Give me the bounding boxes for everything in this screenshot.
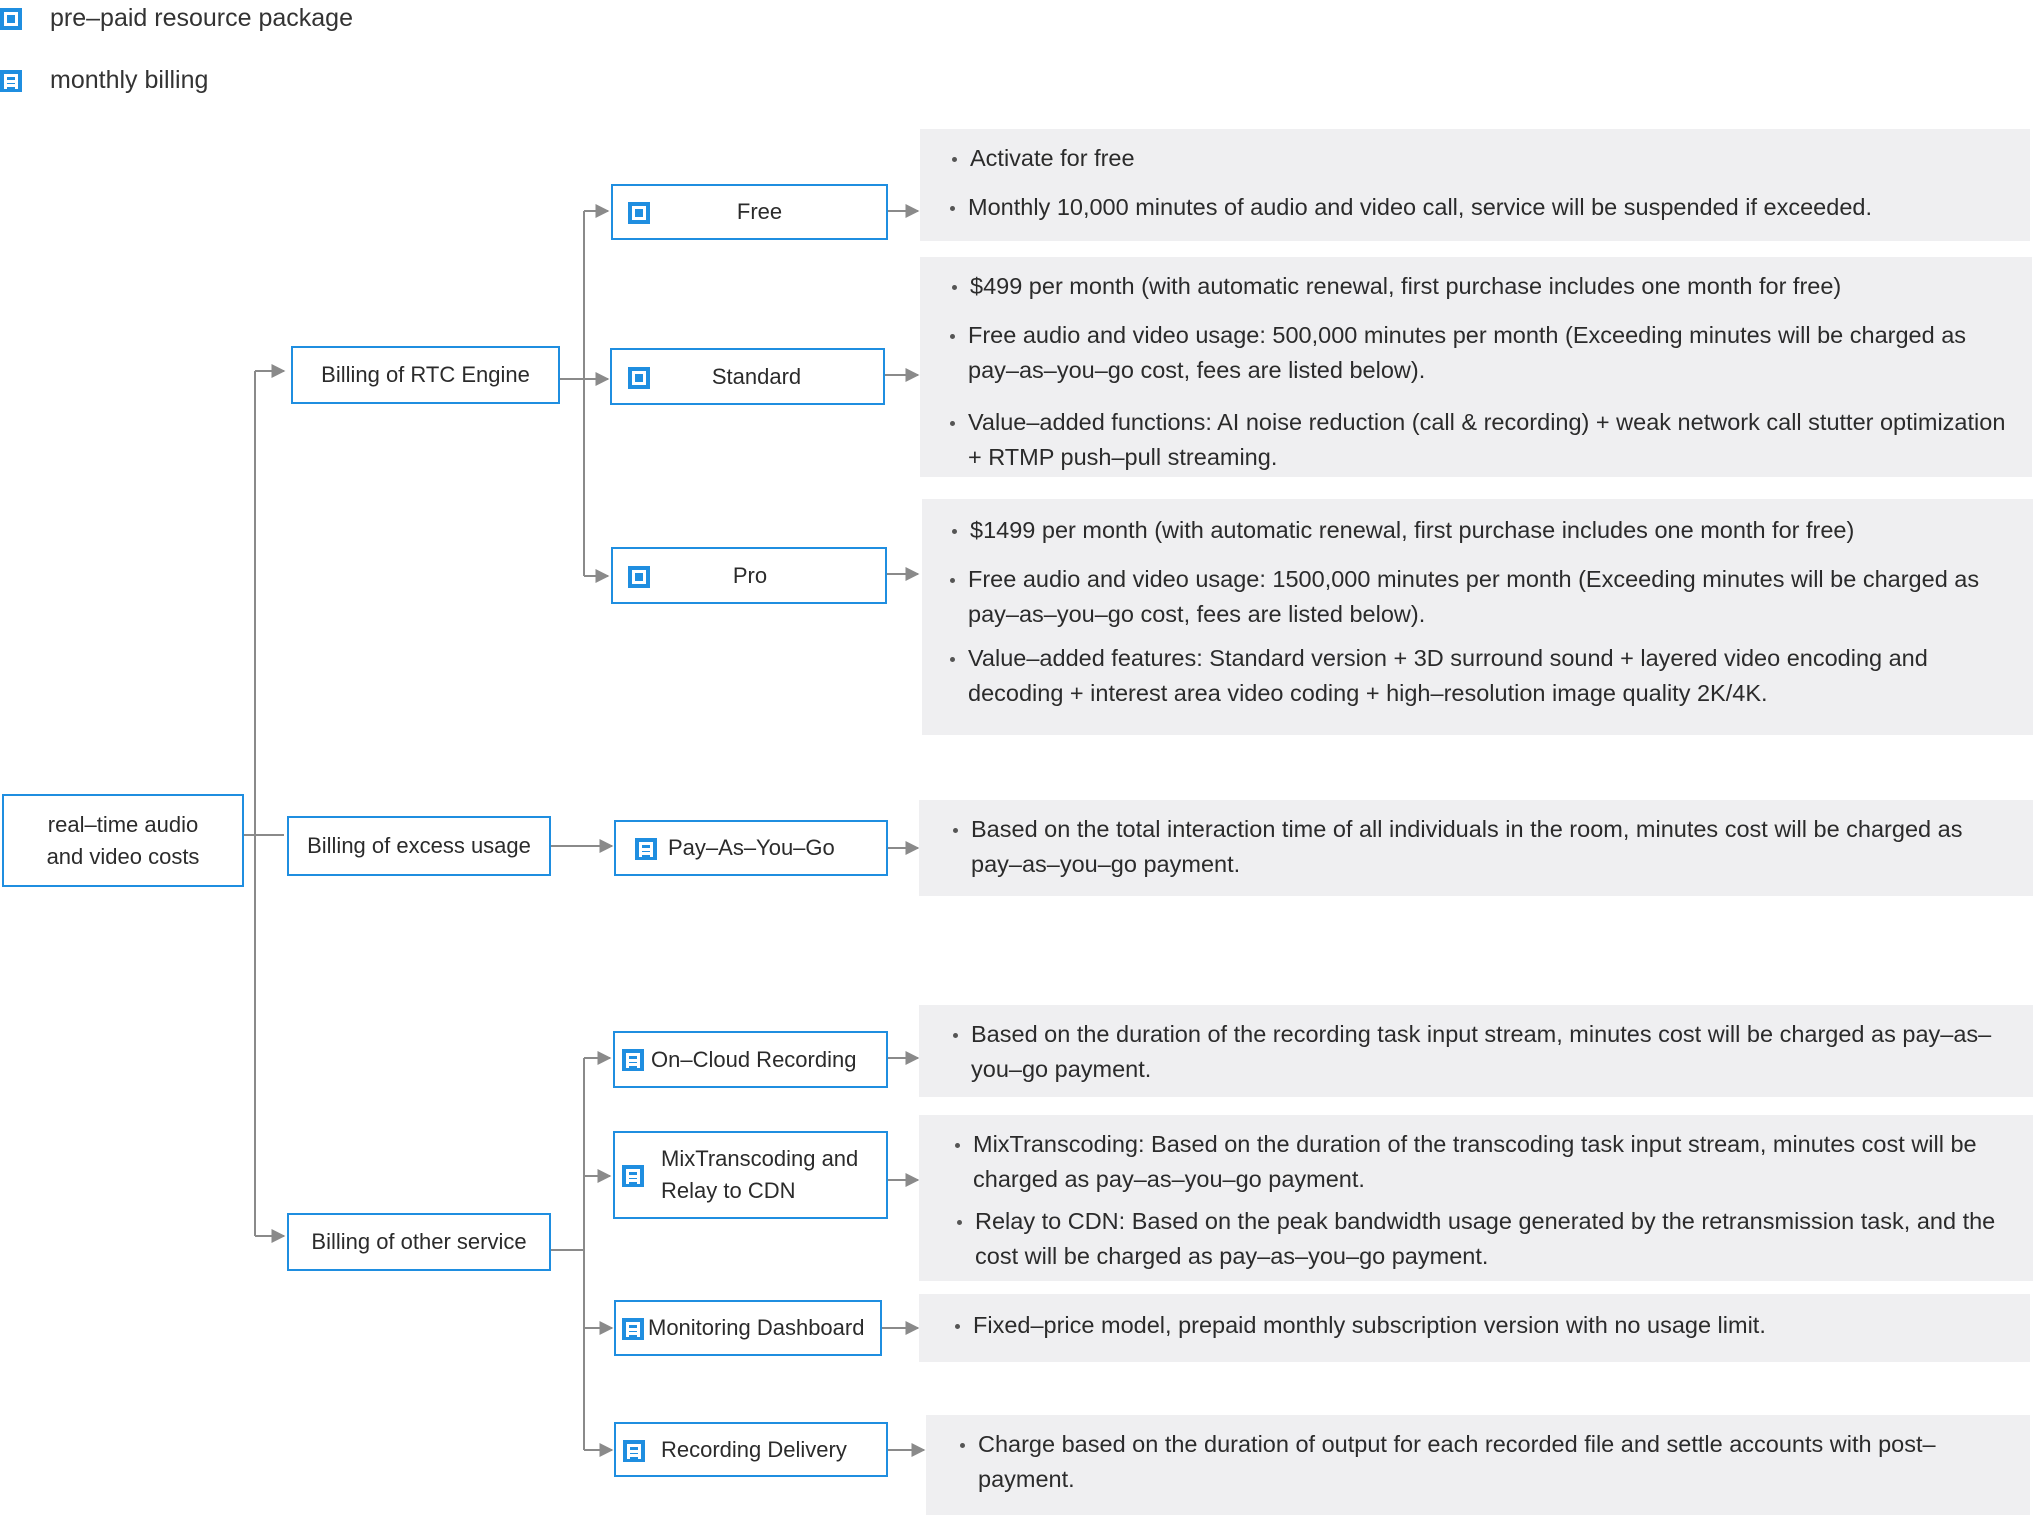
plan-mixtranscoding-relay: MixTranscoding and Relay to CDN	[613, 1131, 888, 1219]
calendar-month-icon	[622, 1318, 644, 1340]
calendar-month-icon	[635, 838, 657, 860]
plan-standard: Standard	[610, 348, 885, 405]
plan-recording-label: On–Cloud Recording	[651, 1046, 857, 1072]
plan-monitoring-label: Monitoring Dashboard	[648, 1315, 865, 1340]
legend-monthly: monthly billing	[0, 66, 208, 95]
legend-prepaid-label: pre–paid resource package	[50, 4, 353, 32]
plan-on-cloud-recording: On–Cloud Recording	[613, 1031, 888, 1088]
detail-pay-as-you-go: Based on the total interaction time of a…	[919, 800, 2033, 896]
detail-item: Relay to CDN: Based on the peak bandwidt…	[957, 1204, 2017, 1274]
calendar-month-icon	[622, 1049, 644, 1071]
calendar-month-icon	[0, 69, 22, 92]
detail-item: Based on the duration of the recording t…	[953, 1017, 2017, 1087]
detail-item: $1499 per month (with automatic renewal,…	[952, 513, 2017, 548]
calendar-month-icon	[623, 1440, 645, 1462]
category-excess-usage: Billing of excess usage	[287, 816, 551, 876]
calendar-month-icon	[622, 1165, 644, 1187]
detail-item: Based on the total interaction time of a…	[953, 812, 2017, 882]
category-excess-label: Billing of excess usage	[307, 833, 531, 858]
legend-prepaid: pre–paid resource package	[0, 4, 353, 33]
plan-mix-label-line2: Relay to CDN	[661, 1178, 796, 1203]
package-icon	[628, 566, 650, 588]
package-icon	[628, 202, 650, 224]
plan-free-label: Free	[736, 199, 783, 224]
detail-item: $499 per month (with automatic renewal, …	[952, 269, 2016, 304]
root-label-line1: real–time audio	[47, 811, 199, 837]
root-node: real–time audio and video costs	[2, 794, 244, 887]
category-other-label: Billing of other service	[311, 1229, 527, 1254]
root-label-line2: and video costs	[46, 843, 200, 869]
detail-free: Activate for free Monthly 10,000 minutes…	[920, 129, 2030, 241]
detail-item: Fixed–price model, prepaid monthly subsc…	[955, 1308, 2014, 1343]
detail-item: Monthly 10,000 minutes of audio and vide…	[950, 190, 2014, 225]
detail-item: MixTranscoding: Based on the duration of…	[955, 1127, 2017, 1197]
detail-item: Value–added features: Standard version +…	[950, 641, 2017, 711]
category-rtc-label: Billing of RTC Engine	[321, 362, 530, 387]
plan-pro-label: Pro	[732, 562, 768, 588]
package-icon	[0, 7, 22, 30]
plan-mix-label-line1: MixTranscoding and	[661, 1146, 859, 1171]
detail-monitoring-dashboard: Fixed–price model, prepaid monthly subsc…	[919, 1294, 2030, 1362]
plan-free: Free	[611, 184, 888, 240]
plan-pro: Pro	[611, 547, 887, 604]
plan-recording-delivery: Recording Delivery	[614, 1422, 888, 1477]
detail-item: Activate for free	[952, 141, 2014, 176]
category-rtc-engine: Billing of RTC Engine	[291, 346, 560, 404]
category-other-service: Billing of other service	[287, 1213, 551, 1271]
detail-recording-delivery: Charge based on the duration of output f…	[926, 1415, 2030, 1515]
detail-item: Charge based on the duration of output f…	[960, 1427, 2014, 1497]
detail-item: Free audio and video usage: 500,000 minu…	[950, 318, 2016, 388]
detail-item: Value–added functions: AI noise reductio…	[950, 405, 2016, 475]
legend-monthly-label: monthly billing	[50, 66, 209, 94]
plan-payg-label: Pay–As–You–Go	[668, 835, 835, 860]
plan-mix-label: MixTranscoding and Relay to CDN	[661, 1143, 858, 1207]
detail-mixtranscoding-relay: MixTranscoding: Based on the duration of…	[919, 1115, 2033, 1281]
detail-standard: $499 per month (with automatic renewal, …	[920, 257, 2032, 477]
plan-pay-as-you-go: Pay–As–You–Go	[614, 820, 888, 876]
plan-delivery-label: Recording Delivery	[661, 1436, 847, 1462]
plan-standard-label: Standard	[711, 363, 802, 389]
detail-pro: $1499 per month (with automatic renewal,…	[922, 499, 2033, 735]
plan-monitoring-dashboard: Monitoring Dashboard	[614, 1300, 882, 1356]
detail-item: Free audio and video usage: 1500,000 min…	[950, 562, 2017, 632]
detail-on-cloud-recording: Based on the duration of the recording t…	[919, 1005, 2033, 1097]
package-icon	[628, 367, 650, 389]
